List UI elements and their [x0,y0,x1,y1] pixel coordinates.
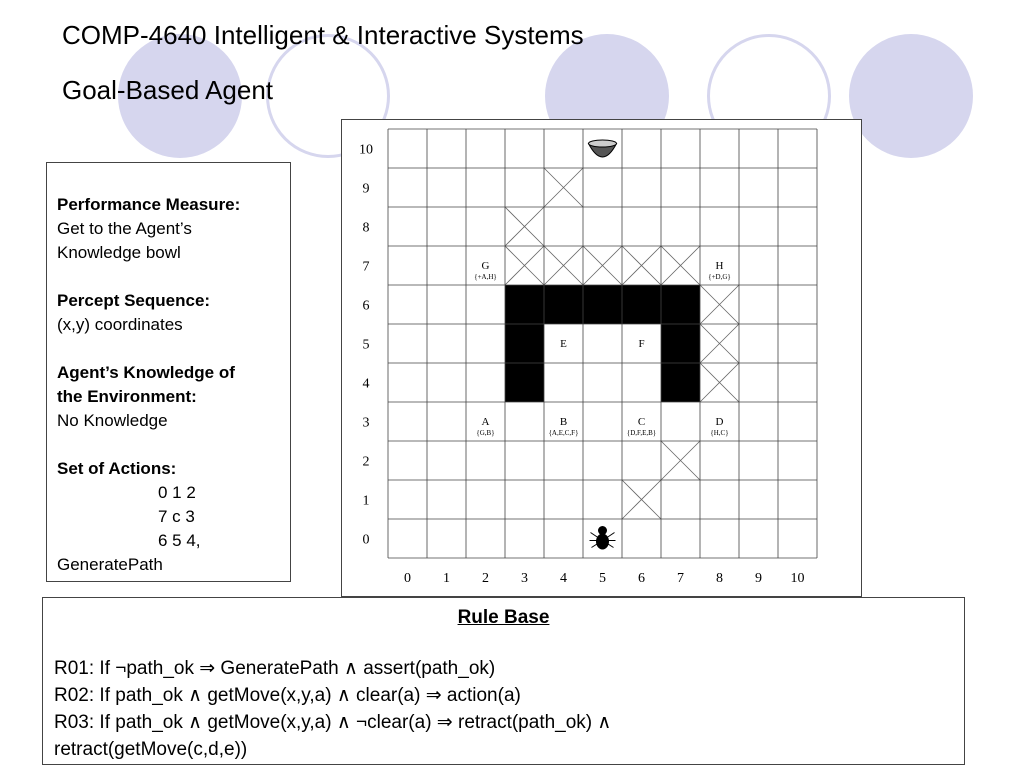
y-axis-label: 3 [363,416,370,431]
x-axis-label: 8 [716,571,723,586]
node-neighbors-a: {G,B} [476,429,494,437]
blocked-cell-x [582,245,623,286]
wall-cell [661,285,700,324]
actions-row-3: 6 5 4, [158,531,201,550]
x-axis-label: 3 [521,571,528,586]
node-neighbors-b: {A,E,C,F} [549,429,579,437]
node-label-b: B [560,416,567,428]
rule-r02: R02: If path_ok ∧ getMove(x,y,a) ∧ clear… [54,685,521,706]
rule-base-title: Rule Base [457,607,550,628]
agent-head [598,526,607,535]
y-axis-label: 8 [363,221,370,236]
rule-base-panel: Rule Base R01: If ¬path_ok ⇒ GeneratePat… [42,597,965,765]
knowledge-heading-2: the Environment: [57,387,197,406]
decor-circle-5 [849,34,973,158]
node-label-d: D [716,416,724,428]
y-axis-label: 2 [363,455,370,470]
actions-extra: GeneratePath [57,555,163,574]
node-label-c: C [638,416,645,428]
wall-cell [544,285,583,324]
blocked-cell-x [621,245,662,286]
slide-title: COMP-4640 Intelligent & Interactive Syst… [62,20,584,50]
rule-r03-continued: retract(getMove(c,d,e)) [54,739,248,760]
node-neighbors-c: {D,F,E,B} [627,429,656,437]
knowledge-heading-1: Agent’s Knowledge of [57,363,235,382]
wall-cell [661,324,700,363]
node-neighbors-d: {H,C} [710,429,728,437]
x-axis-label: 1 [443,571,450,586]
y-axis-label: 0 [363,533,370,548]
wall-cell [505,285,544,324]
blocked-cell-x [699,362,740,403]
wall-cell [505,363,544,402]
rule-r03: R03: If path_ok ∧ getMove(x,y,a) ∧ ¬clea… [54,712,612,733]
blocked-cell-x [660,245,701,286]
x-axis-label: 6 [638,571,645,586]
wall-cell [622,285,661,324]
y-axis-label: 5 [363,338,370,353]
y-axis-label: 1 [363,494,370,509]
x-axis-label: 4 [560,571,567,586]
x-axis-label: 7 [677,571,684,586]
rule-r01: R01: If ¬path_ok ⇒ GeneratePath ∧ assert… [54,658,496,679]
node-neighbors-g: {+A,H} [474,273,497,281]
performance-line-2: Knowledge bowl [57,243,181,262]
y-axis-label: 9 [363,182,370,197]
node-label-e: E [560,338,567,350]
y-axis-label: 4 [363,377,370,392]
percept-heading: Percept Sequence: [57,291,211,310]
bug-agent-icon [596,533,609,550]
x-axis-label: 0 [404,571,411,586]
blocked-cell-x [504,245,545,286]
blocked-cell-x [543,167,584,208]
y-axis-label: 10 [359,143,373,158]
blocked-cell-x [504,206,545,247]
blocked-cell-x [660,440,701,481]
decor-circle-2 [266,34,390,158]
node-label-h: H [716,260,724,272]
decor-circle-1 [118,34,242,158]
knowledge-text: No Knowledge [57,411,168,430]
blocked-cell-x [621,479,662,520]
y-axis-label: 7 [363,260,370,275]
bowl-rim [588,139,617,148]
node-label-g: G [482,260,490,272]
agent-description-panel: Performance Measure: Get to the Agent’s … [46,162,291,582]
actions-row-1: 0 1 2 [158,483,196,502]
performance-line-1: Get to the Agent’s [57,219,192,238]
wall-cell [505,324,544,363]
wall-cell [583,285,622,324]
blocked-cell-x [699,284,740,325]
actions-heading: Set of Actions: [57,459,177,478]
performance-heading: Performance Measure: [57,195,241,214]
wall-cell [661,363,700,402]
node-neighbors-h: {+D,G} [708,273,731,281]
x-axis-label: 10 [791,571,805,586]
slide-subtitle: Goal-Based Agent [62,75,274,105]
percept-text: (x,y) coordinates [57,315,183,334]
node-label-a: A [482,416,490,428]
blocked-cell-x [699,323,740,364]
x-axis-label: 2 [482,571,489,586]
x-axis-label: 9 [755,571,762,586]
node-label-f: F [638,338,644,350]
y-axis-label: 6 [363,299,370,314]
blocked-cell-x [543,245,584,286]
actions-row-2: 7 c 3 [158,507,195,526]
x-axis-label: 5 [599,571,606,586]
